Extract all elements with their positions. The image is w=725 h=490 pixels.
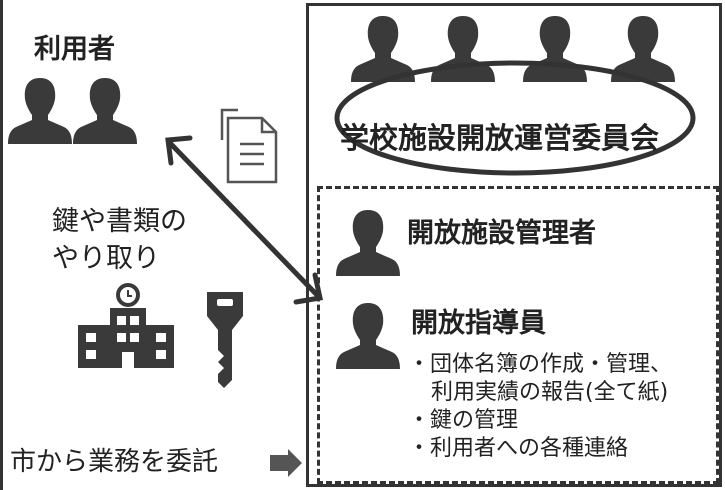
duty-text: 団体名簿の作成・管理、 xyxy=(430,352,673,377)
list-item: ・団体名簿の作成・管理、 xyxy=(408,354,672,376)
exchange-arrow xyxy=(165,135,324,305)
bullet: ・ xyxy=(408,352,431,377)
list-item: ・鍵の管理 xyxy=(408,410,518,432)
left-border-line xyxy=(0,0,3,490)
person-icon xyxy=(431,16,495,82)
person-icon xyxy=(523,16,587,82)
duty-text: 鍵の管理 xyxy=(430,408,519,433)
duty-text: 利用者への各種連絡 xyxy=(430,436,629,461)
facility-manager-label: 開放施設管理者 xyxy=(407,218,596,249)
user-label: 利用者 xyxy=(34,34,115,65)
instructor-label: 開放指導員 xyxy=(411,308,546,339)
person-icon xyxy=(336,210,400,276)
committee-panel xyxy=(306,3,722,487)
bullet: ・ xyxy=(408,408,431,433)
bullet: ・ xyxy=(408,436,431,461)
document-icon xyxy=(220,108,278,184)
commission-label: 市から業務を委託 xyxy=(10,447,219,477)
duty-text: 利用実績の報告(全て紙) xyxy=(431,380,669,405)
list-item: ・利用者への各種連絡 xyxy=(408,438,628,460)
key-icon xyxy=(207,292,243,388)
user-group xyxy=(8,78,137,144)
committee-roles-box xyxy=(317,186,719,484)
committee-name: 学校施設開放運営委員会 xyxy=(340,121,660,155)
exchange-label-line2: やり取り xyxy=(52,243,160,274)
list-item: 利用実績の報告(全て紙) xyxy=(431,382,668,404)
person-icon xyxy=(336,303,400,369)
arrow-right-icon xyxy=(270,449,302,477)
person-icon xyxy=(73,78,137,144)
school-building-icon xyxy=(78,283,174,368)
person-icon xyxy=(8,78,72,144)
committee-members xyxy=(351,16,675,82)
exchange-label-line1: 鍵や書類の xyxy=(52,206,187,237)
committee-ring xyxy=(334,60,696,176)
